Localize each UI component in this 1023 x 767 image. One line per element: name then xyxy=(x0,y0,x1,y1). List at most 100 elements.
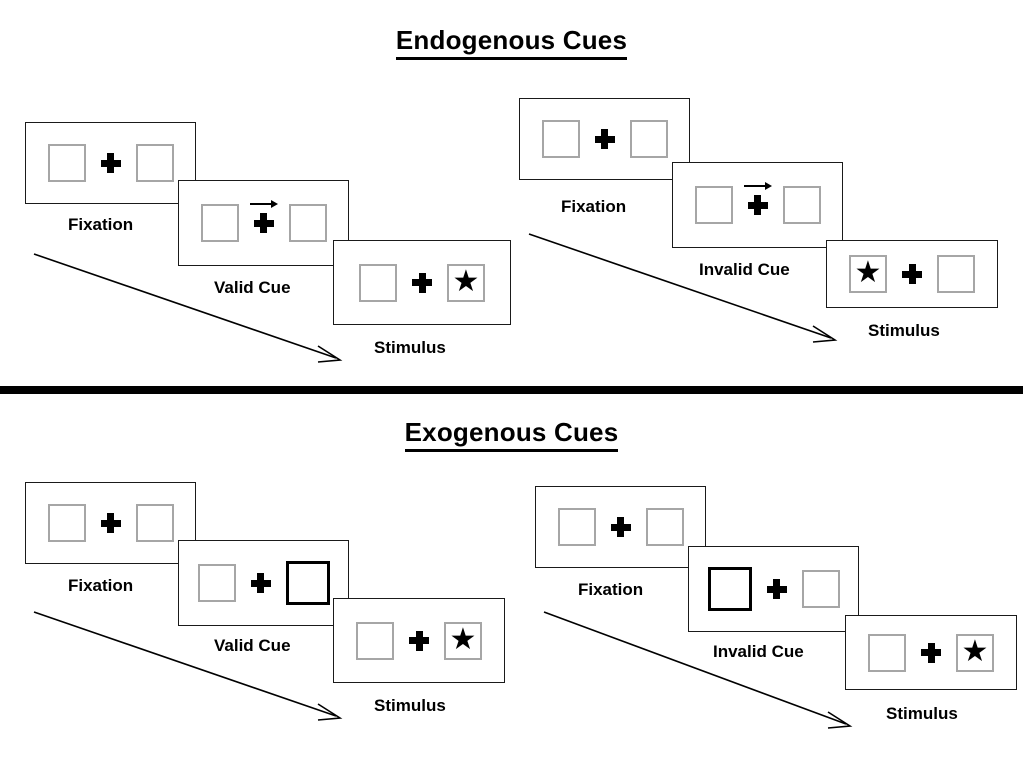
placeholder-box-right xyxy=(135,144,174,182)
caption-endogenous-valid-fixation: Fixation xyxy=(68,215,134,234)
frame-endogenous-valid-stimulus: ★ xyxy=(333,240,511,325)
frame-endogenous-valid-cue xyxy=(178,180,349,266)
frame-exogenous-invalid-fixation xyxy=(535,486,706,568)
right-box-slot: ★ xyxy=(956,633,994,672)
placeholder-box-right xyxy=(629,120,668,158)
placeholder-box-left xyxy=(541,120,580,158)
left-box-slot xyxy=(868,633,906,672)
placeholder-box-left xyxy=(868,633,906,672)
left-box-slot xyxy=(557,508,596,546)
placeholder-box-left xyxy=(197,564,236,602)
fixation-cross-icon xyxy=(743,182,772,216)
cued-box-right xyxy=(285,561,330,605)
section-exogenous-cues: Exogenous Cues Fixation Valid Cue xyxy=(0,394,1023,767)
fixation-cross-icon xyxy=(408,630,430,652)
target-box-left: ★ xyxy=(849,255,887,293)
right-box-slot xyxy=(801,570,840,608)
right-box-slot xyxy=(288,204,327,242)
frame-endogenous-invalid-fixation xyxy=(519,98,690,180)
endogenous-invalid-time-arrow xyxy=(528,233,838,343)
left-box-slot xyxy=(694,186,733,224)
right-box-slot xyxy=(285,561,330,605)
placeholder-box-left xyxy=(47,144,86,182)
caption-endogenous-valid-cue: Valid Cue xyxy=(214,278,291,297)
fixation-cross-icon xyxy=(100,152,122,174)
caption-endogenous-invalid-stimulus: Stimulus xyxy=(868,321,940,340)
caption-exogenous-valid-stimulus: Stimulus xyxy=(374,696,446,715)
section-title-exogenous: Exogenous Cues xyxy=(0,417,1023,452)
exogenous-valid-time-arrow xyxy=(33,611,343,721)
frame-endogenous-invalid-cue xyxy=(672,162,843,248)
fixation-cross-icon xyxy=(766,578,788,600)
fixation-cross-icon xyxy=(594,128,616,150)
star-target-icon: ★ xyxy=(854,255,882,290)
left-box-slot xyxy=(47,504,86,542)
arrow-right-cue-icon xyxy=(249,200,278,208)
frame-exogenous-valid-stimulus-content: ★ xyxy=(333,598,505,683)
frame-endogenous-invalid-stimulus: ★ xyxy=(826,240,998,308)
placeholder-box-right xyxy=(782,186,821,224)
caption-exogenous-valid-cue: Valid Cue xyxy=(214,636,291,655)
placeholder-box-left xyxy=(359,263,397,302)
section-divider xyxy=(0,386,1023,394)
caption-endogenous-invalid-fixation: Fixation xyxy=(561,197,627,216)
left-box-slot xyxy=(707,567,752,611)
left-box-slot xyxy=(356,621,394,660)
target-box-right: ★ xyxy=(447,263,485,302)
placeholder-box-right xyxy=(801,570,840,608)
placeholder-box-right xyxy=(645,508,684,546)
fixation-cross-icon xyxy=(249,200,278,234)
left-box-slot xyxy=(197,564,236,602)
caption-endogenous-invalid-cue: Invalid Cue xyxy=(699,260,790,279)
placeholder-box-left xyxy=(694,186,733,224)
target-box-right: ★ xyxy=(956,633,994,672)
right-box-slot xyxy=(937,255,975,293)
placeholder-box-left xyxy=(47,504,86,542)
frame-exogenous-valid-fixation xyxy=(25,482,196,564)
right-box-slot: ★ xyxy=(447,263,485,302)
endogenous-valid-time-arrow xyxy=(33,253,343,363)
left-box-slot xyxy=(200,204,239,242)
fixation-cross-icon xyxy=(901,263,923,285)
right-box-slot xyxy=(135,144,174,182)
arrow-right-cue-icon xyxy=(743,182,772,190)
placeholder-box-left xyxy=(200,204,239,242)
left-box-slot: ★ xyxy=(849,255,887,293)
star-target-icon: ★ xyxy=(452,263,480,299)
fixation-cross-icon xyxy=(920,642,942,664)
right-box-slot: ★ xyxy=(444,621,482,660)
right-box-slot xyxy=(629,120,668,158)
fixation-cross-icon xyxy=(100,512,122,534)
frame-exogenous-valid-cue xyxy=(178,540,349,626)
left-box-slot xyxy=(359,263,397,302)
section-title-exogenous-text: Exogenous Cues xyxy=(404,417,619,452)
frame-exogenous-invalid-cue xyxy=(688,546,859,632)
placeholder-box-right xyxy=(937,255,975,293)
caption-exogenous-invalid-stimulus: Stimulus xyxy=(886,704,958,723)
right-box-slot xyxy=(782,186,821,224)
caption-exogenous-invalid-fixation: Fixation xyxy=(578,580,644,599)
star-target-icon: ★ xyxy=(961,633,989,669)
caption-exogenous-invalid-cue: Invalid Cue xyxy=(713,642,804,661)
fixation-cross-icon xyxy=(250,572,272,594)
right-box-slot xyxy=(645,508,684,546)
placeholder-box-right xyxy=(135,504,174,542)
cued-box-left xyxy=(707,567,752,611)
section-endogenous-cues: Endogenous Cues Fixation xyxy=(0,25,1023,363)
caption-exogenous-valid-fixation: Fixation xyxy=(68,576,134,595)
right-box-slot xyxy=(135,504,174,542)
caption-endogenous-valid-stimulus: Stimulus xyxy=(374,338,446,357)
frame-exogenous-invalid-stimulus: ★ xyxy=(845,615,1017,690)
left-box-slot xyxy=(47,144,86,182)
fixation-cross-icon xyxy=(411,272,433,294)
target-box-right: ★ xyxy=(444,621,482,660)
placeholder-box-left xyxy=(557,508,596,546)
star-target-icon: ★ xyxy=(449,621,477,657)
frame-endogenous-valid-fixation xyxy=(25,122,196,204)
exogenous-invalid-time-arrow xyxy=(543,611,853,729)
placeholder-box-left xyxy=(356,621,394,660)
section-title-endogenous-text: Endogenous Cues xyxy=(395,25,628,60)
left-box-slot xyxy=(541,120,580,158)
section-title-endogenous: Endogenous Cues xyxy=(0,25,1023,60)
placeholder-box-right xyxy=(288,204,327,242)
